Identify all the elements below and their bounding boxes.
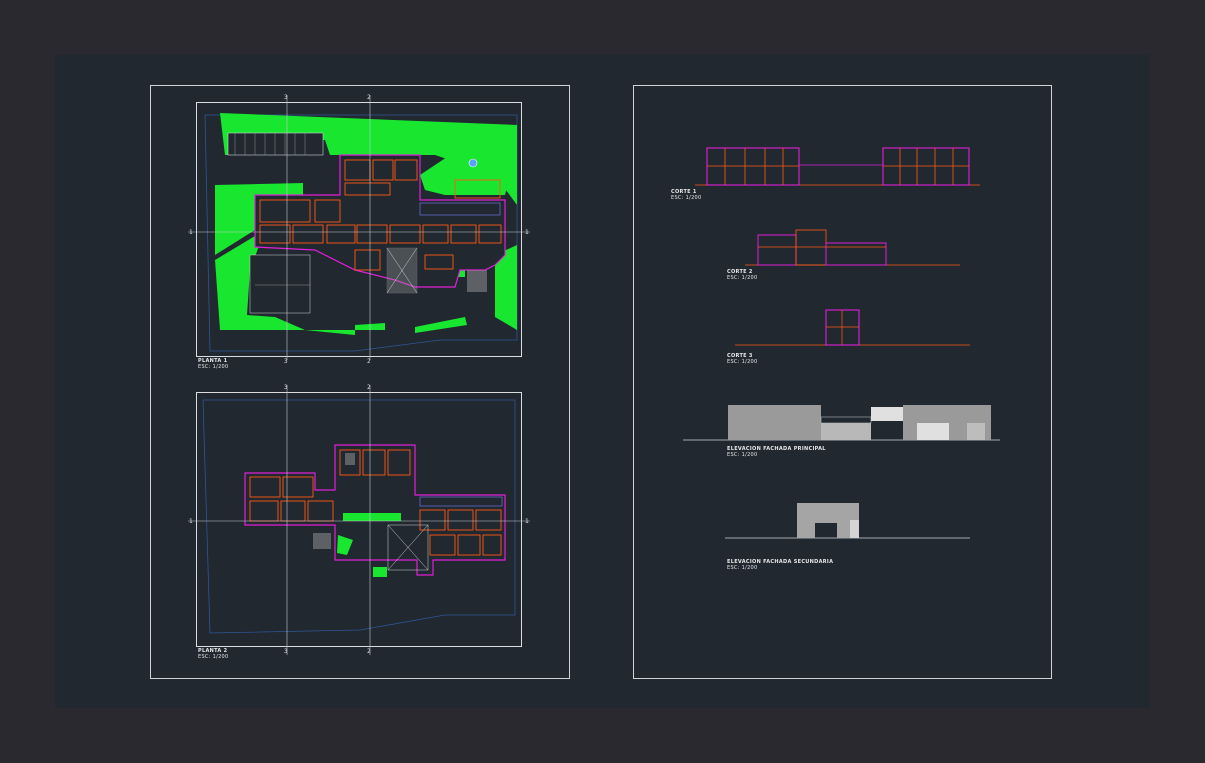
axis-label-3-top: 3 xyxy=(284,94,288,101)
elevation-side-title: ELEVACION FACHADA SECUNDARIA ESC: 1/200 xyxy=(727,559,833,571)
cad-drawing xyxy=(188,95,1000,655)
axis-label-1-p2-right: 1 xyxy=(525,518,529,525)
section-2-scale: ESC: 1/200 xyxy=(727,275,758,281)
section-2-title-text: CORTE 2 xyxy=(727,269,753,275)
section-2-drawing xyxy=(745,229,960,266)
axis-label-2-mid: 2 xyxy=(367,358,371,365)
axis-label-2-p2-top: 2 xyxy=(367,384,371,391)
plan-1-title: PLANTA 1 ESC: 1/200 xyxy=(198,358,229,370)
sheet-floor-plans xyxy=(150,85,570,679)
axis-label-3-p2-top: 3 xyxy=(284,384,288,391)
elevation-side-drawing xyxy=(725,503,970,539)
plan-1-scale: ESC: 1/200 xyxy=(198,364,229,370)
section-1-drawing xyxy=(695,147,980,186)
elevation-main-title-text: ELEVACION FACHADA PRINCIPAL xyxy=(727,446,826,452)
elevation-main-drawing xyxy=(683,405,1000,441)
axis-label-1-right: 1 xyxy=(525,229,529,236)
axis-label-1-p2-left: 1 xyxy=(189,518,193,525)
grid-axes xyxy=(188,95,530,655)
axis-label-1-left: 1 xyxy=(189,229,193,236)
plan-1-frame xyxy=(196,102,522,357)
plan-1-title-text: PLANTA 1 xyxy=(198,358,228,364)
plan-1-drawing xyxy=(204,113,518,352)
elevation-main-title: ELEVACION FACHADA PRINCIPAL ESC: 1/200 xyxy=(727,446,826,458)
section-3-title-text: CORTE 3 xyxy=(727,353,753,359)
drawing-viewport[interactable]: 3 2 1 1 3 2 3 2 1 1 3 2 PLANTA 1 ESC: 1/… xyxy=(55,55,1150,708)
axis-label-2-top: 2 xyxy=(367,94,371,101)
section-1-scale: ESC: 1/200 xyxy=(671,195,702,201)
elevation-side-title-text: ELEVACION FACHADA SECUNDARIA xyxy=(727,559,834,565)
plan-2-title-text: PLANTA 2 xyxy=(198,648,228,654)
elevation-side-scale: ESC: 1/200 xyxy=(727,565,758,571)
section-1-title-text: CORTE 1 xyxy=(671,189,697,195)
axis-label-3-mid: 3 xyxy=(284,358,288,365)
section-3-scale: ESC: 1/200 xyxy=(727,359,758,365)
plan-2-drawing xyxy=(202,399,516,634)
section-1-title: CORTE 1 ESC: 1/200 xyxy=(671,189,702,201)
elevation-main-scale: ESC: 1/200 xyxy=(727,452,758,458)
section-2-title: CORTE 2 ESC: 1/200 xyxy=(727,269,758,281)
section-3-drawing xyxy=(735,309,970,346)
plan-2-scale: ESC: 1/200 xyxy=(198,654,229,660)
plan-2-frame xyxy=(196,392,522,647)
plan-2-title: PLANTA 2 ESC: 1/200 xyxy=(198,648,229,660)
sheet-sections-elevations xyxy=(633,85,1052,679)
axis-label-2-bottom: 2 xyxy=(367,648,371,655)
axis-label-3-bottom: 3 xyxy=(284,648,288,655)
section-3-title: CORTE 3 ESC: 1/200 xyxy=(727,353,758,365)
